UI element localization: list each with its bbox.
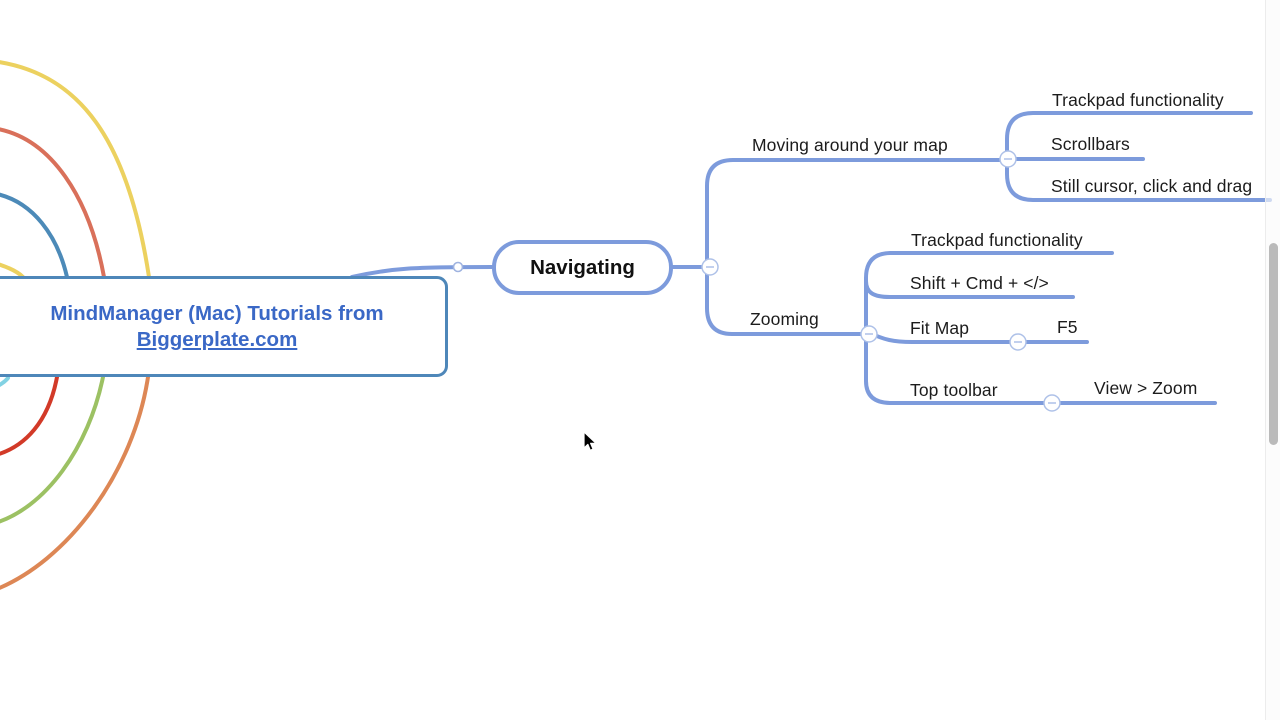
collapse-button-navigating[interactable] <box>701 258 719 276</box>
topic-fit-map[interactable]: Fit Map <box>910 318 970 338</box>
link-central-to-navigating <box>350 265 494 279</box>
branch-curve-orange-bottom <box>0 375 150 590</box>
topic-f5-shortcut[interactable]: F5 <box>1057 317 1078 337</box>
collapse-button-fit-map[interactable] <box>1009 333 1027 351</box>
branch-curve-yellow-inner-top <box>0 262 25 279</box>
line-shift-cmd-topic <box>864 279 1075 299</box>
topic-trackpad-functionality-2[interactable]: Trackpad functionality <box>911 230 1083 250</box>
branch-curve-blue-top <box>0 192 69 279</box>
central-topic-link[interactable]: Biggerplate.com <box>136 327 298 351</box>
branch-curve-green-bottom <box>0 375 105 524</box>
topic-top-toolbar[interactable]: Top toolbar <box>910 380 998 400</box>
topic-moving-around-your-map[interactable]: Moving around your map <box>752 135 948 155</box>
topic-navigating[interactable]: Navigating <box>492 240 673 295</box>
collapse-button-zooming[interactable] <box>860 325 878 343</box>
branch-curve-orangered-top <box>0 127 106 279</box>
topic-scrollbars[interactable]: Scrollbars <box>1051 134 1130 154</box>
topic-navigating-label: Navigating <box>530 255 635 279</box>
central-topic[interactable]: MindManager (Mac) Tutorials from Biggerp… <box>0 276 448 377</box>
topic-zooming[interactable]: Zooming <box>750 309 819 329</box>
vertical-scrollbar-track[interactable] <box>1265 0 1280 720</box>
cursor-arrow-shape <box>583 431 597 451</box>
line-moving-and-zooming-topics <box>705 158 1007 336</box>
vertical-scrollbar-thumb[interactable] <box>1269 243 1278 445</box>
central-connection-handle[interactable] <box>452 261 464 273</box>
branch-curve-yellow-top <box>0 60 151 279</box>
branch-curve-cyan-bottom <box>0 376 10 388</box>
branch-curve-red-bottom <box>0 375 59 456</box>
topic-view-zoom-path[interactable]: View > Zoom <box>1094 378 1198 398</box>
collapse-button-moving-around[interactable] <box>999 150 1017 168</box>
collapse-button-top-toolbar[interactable] <box>1043 394 1061 412</box>
central-topic-title-line1: MindManager (Mac) Tutorials from <box>50 301 384 325</box>
topic-shift-cmd-shortcut[interactable]: Shift + Cmd + </> <box>910 273 1049 293</box>
topic-trackpad-functionality-1[interactable]: Trackpad functionality <box>1052 90 1224 110</box>
topic-still-cursor-click-drag[interactable]: Still cursor, click and drag <box>1051 176 1253 196</box>
mouse-cursor-icon <box>583 431 597 451</box>
